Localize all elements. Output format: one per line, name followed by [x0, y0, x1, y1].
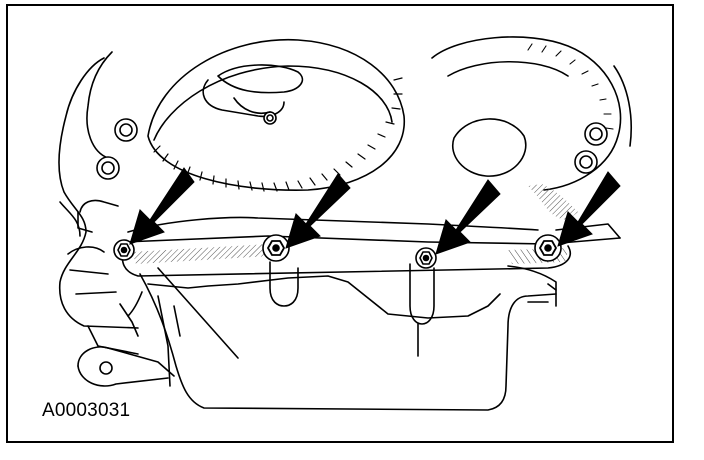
engine-oil-pan-illustration [58, 36, 633, 411]
figure-id-label: A0003031 [42, 400, 131, 421]
pointer-arrow-icon [285, 173, 351, 249]
pan-bolt-4 [534, 234, 562, 262]
block-bolt-upper-left [96, 118, 138, 180]
hatched-area-sprocket [528, 184, 578, 220]
block-bolt-right-pair [574, 122, 608, 174]
crankshaft-gear [147, 38, 405, 192]
pointer-arrow-icon [557, 171, 621, 247]
pointer-arrow-icon [129, 167, 195, 245]
camshaft-sprocket [431, 36, 633, 191]
pan-bolt-3 [415, 247, 437, 269]
pointer-arrow-icon [435, 179, 501, 255]
timing-cover-flange [77, 199, 621, 245]
oil-pan [77, 245, 572, 411]
figure-frame: A0003031 [6, 4, 674, 443]
pan-bolt-1 [113, 239, 135, 261]
pan-bolt-2 [262, 234, 290, 262]
engine-block-outline [58, 51, 139, 355]
hatched-area-pan-flange [132, 244, 270, 264]
